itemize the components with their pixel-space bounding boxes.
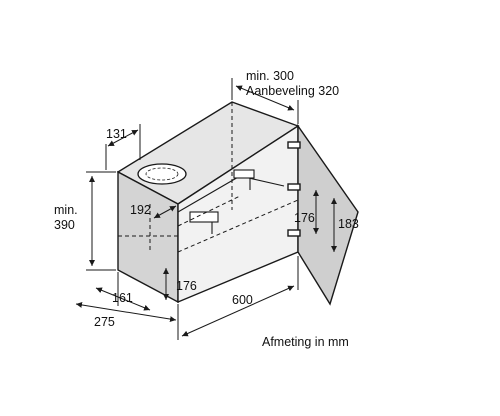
cabinet <box>116 101 359 306</box>
label-131: 131 <box>106 127 127 141</box>
label-161: 161 <box>112 291 133 305</box>
label-275: 275 <box>94 315 115 329</box>
dimension-lines <box>75 78 337 340</box>
label-192: 192 <box>130 203 151 217</box>
label-min: min. <box>54 203 78 217</box>
cabinet-door <box>297 123 359 306</box>
duct-opening <box>137 163 187 185</box>
label-min-300: min. 300 <box>246 69 294 83</box>
label-176-bottom: 176 <box>176 279 197 293</box>
label-aanbeveling: Aanbeveling 320 <box>246 84 339 98</box>
label-390: 390 <box>54 218 75 232</box>
hinges <box>287 141 301 237</box>
label-183: 183 <box>338 217 359 231</box>
mounting-bracket <box>177 169 285 234</box>
label-units: Afmeting in mm <box>262 335 349 349</box>
label-176-right: 176 <box>294 211 315 225</box>
label-600: 600 <box>232 293 253 307</box>
hidden-lines <box>118 195 299 253</box>
